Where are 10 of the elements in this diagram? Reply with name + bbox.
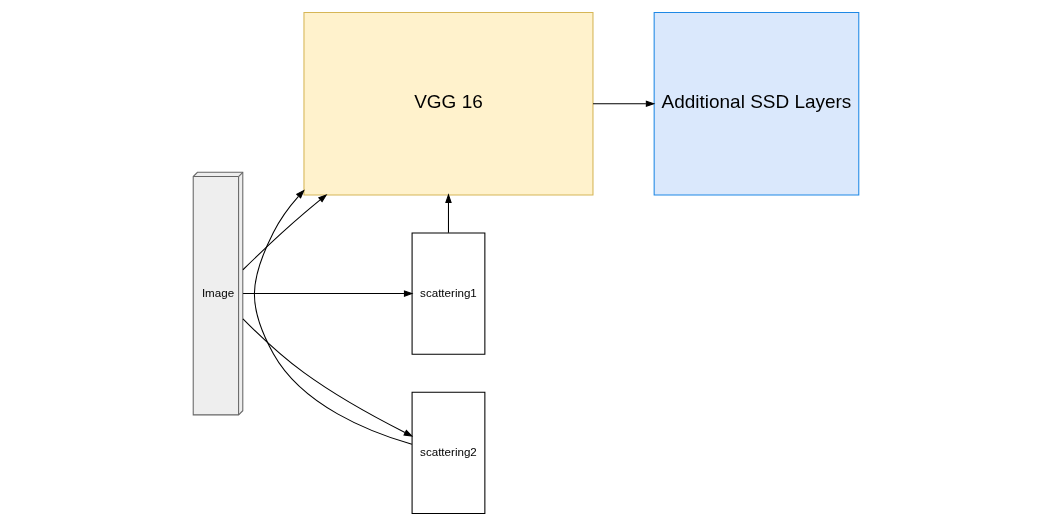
arrow [253, 189, 412, 445]
arrow [444, 193, 452, 234]
arrow [241, 194, 327, 271]
arrow [241, 318, 413, 437]
node-box: VGG 16 [302, 11, 593, 196]
arrow [242, 290, 413, 297]
node-box: Additional SSD Layers [653, 11, 859, 196]
arrow [592, 100, 655, 108]
node-box: scattering2 [411, 391, 485, 515]
node-box: scattering1 [411, 232, 485, 355]
